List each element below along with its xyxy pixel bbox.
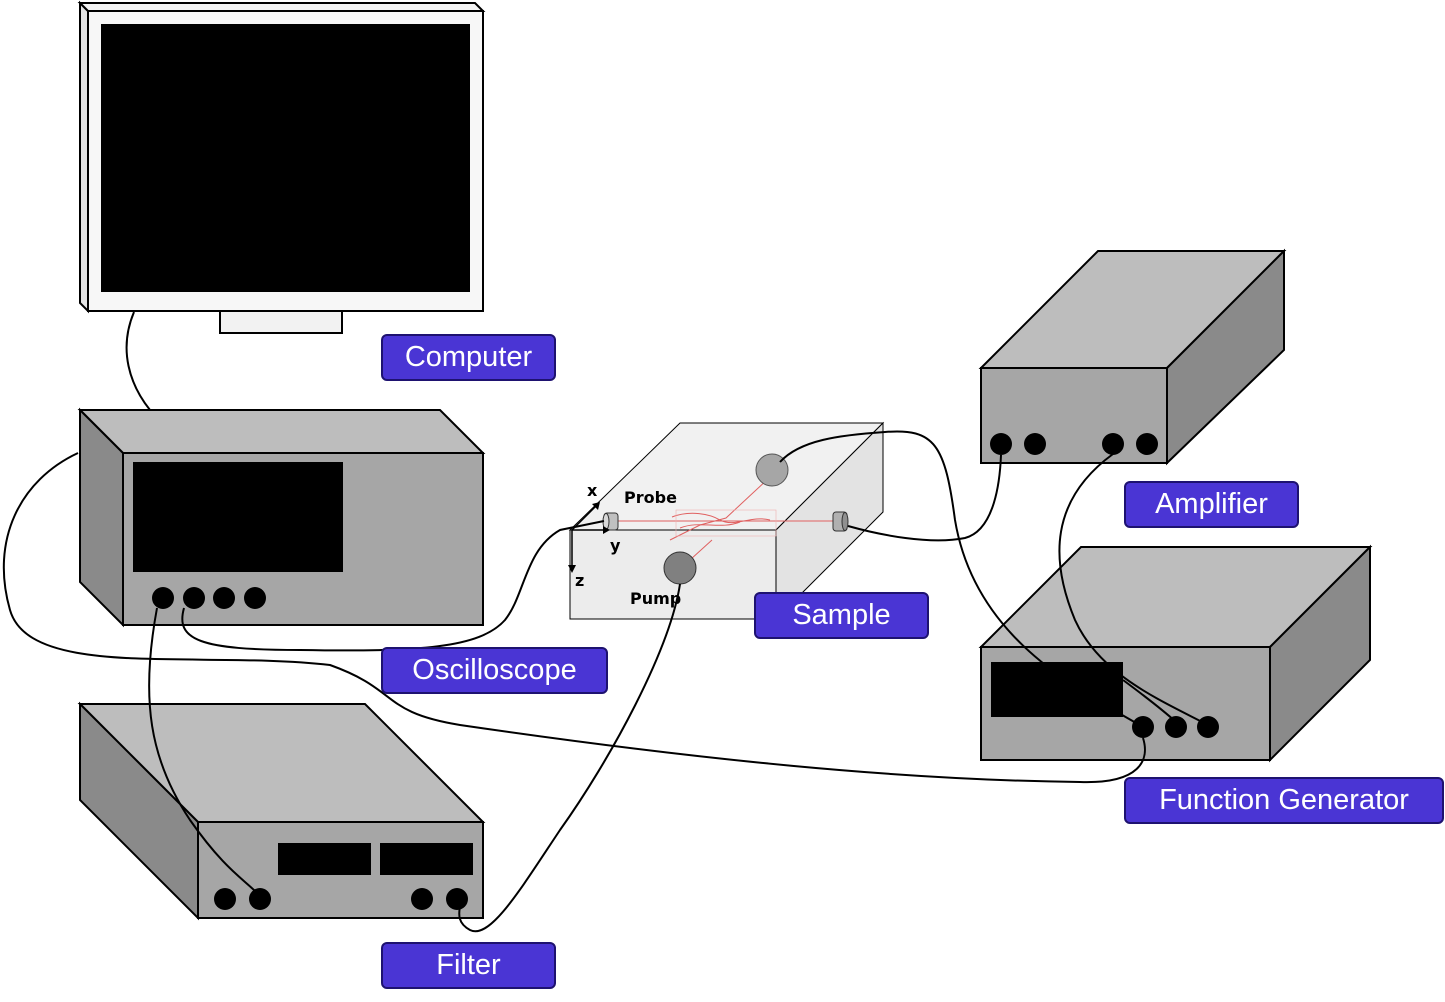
probe-connector-right-icon: [832, 511, 849, 532]
pump-transducer-icon: [663, 551, 697, 585]
axis-x-label: x: [587, 481, 598, 500]
axis-y-label: y: [610, 536, 621, 555]
sample-cell: x y z Probe Pump: [568, 421, 885, 621]
filter-label: Filter: [381, 942, 556, 989]
function-generator-label: Function Generator: [1124, 777, 1444, 824]
computer-label: Computer: [381, 334, 556, 381]
axis-z-label: z: [575, 571, 584, 590]
filter-ports: [214, 888, 468, 910]
amplifier-device: [978, 248, 1287, 466]
computer-monitor: [77, 0, 486, 334]
function-generator-screen: [991, 662, 1123, 717]
filter-display-right: [380, 843, 473, 875]
oscilloscope-label: Oscilloscope: [381, 647, 608, 694]
amplifier-ports: [990, 433, 1158, 455]
probe-label: Probe: [624, 488, 677, 507]
function-generator-device: [978, 544, 1373, 763]
computer-screen: [101, 24, 470, 292]
pump-label: Pump: [630, 589, 681, 608]
filter-device: [77, 701, 486, 921]
cables: [2, 311, 1209, 933]
amplifier-label: Amplifier: [1124, 481, 1299, 528]
filter-display-left: [278, 843, 371, 875]
oscilloscope-screen: [133, 462, 343, 572]
laser-beams: [612, 476, 840, 570]
function-generator-ports: [1132, 716, 1219, 738]
oscilloscope-device: [77, 407, 486, 628]
sample-label: Sample: [754, 592, 929, 639]
oscilloscope-ports: [152, 587, 266, 609]
